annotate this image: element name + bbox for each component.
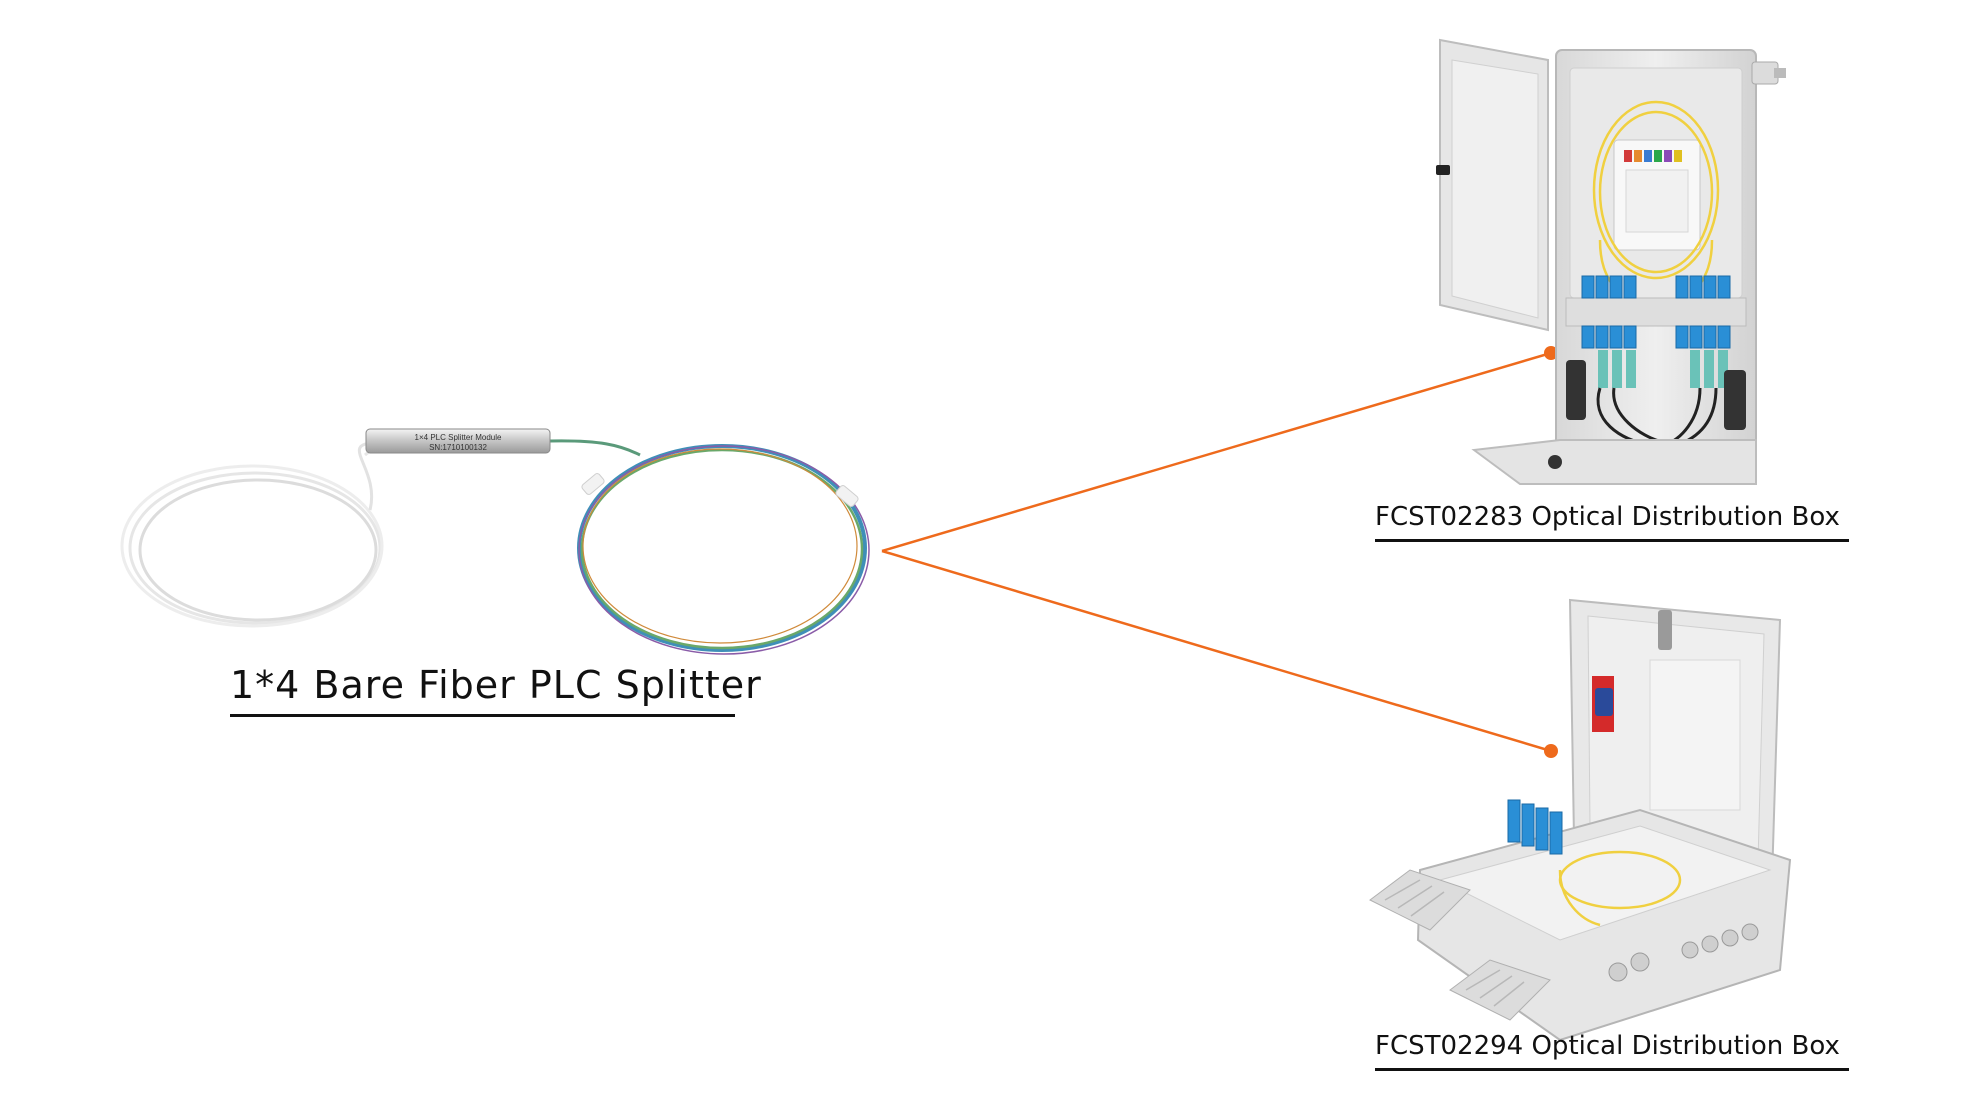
connector-lines xyxy=(881,346,1558,758)
colored-fiber-coil xyxy=(577,444,870,655)
connector-dot-top xyxy=(1544,346,1558,360)
box-1-caption: FCST02283 Optical Distribution Box xyxy=(1375,502,1849,542)
white-fiber-coil xyxy=(120,441,384,628)
splitter-caption: 1*4 Bare Fiber PLC Splitter xyxy=(230,663,761,717)
splitter-steel-tube xyxy=(365,428,551,454)
plc-splitter-image: 1×4 PLC Splitter Module SN:1710100132 xyxy=(120,428,870,655)
connector-line-bottom xyxy=(881,549,1552,753)
module-label-line1: 1×4 PLC Splitter Module xyxy=(415,433,502,442)
connector-line-top xyxy=(881,351,1552,553)
output-fiber-lead xyxy=(549,439,641,457)
distribution-box-2-image xyxy=(1369,598,1792,1042)
distribution-box-1-image xyxy=(1436,38,1786,485)
box-2-caption: FCST02294 Optical Distribution Box xyxy=(1375,1031,1849,1071)
module-label-line2: SN:1710100132 xyxy=(429,443,487,452)
connector-dot-bottom xyxy=(1544,744,1558,758)
